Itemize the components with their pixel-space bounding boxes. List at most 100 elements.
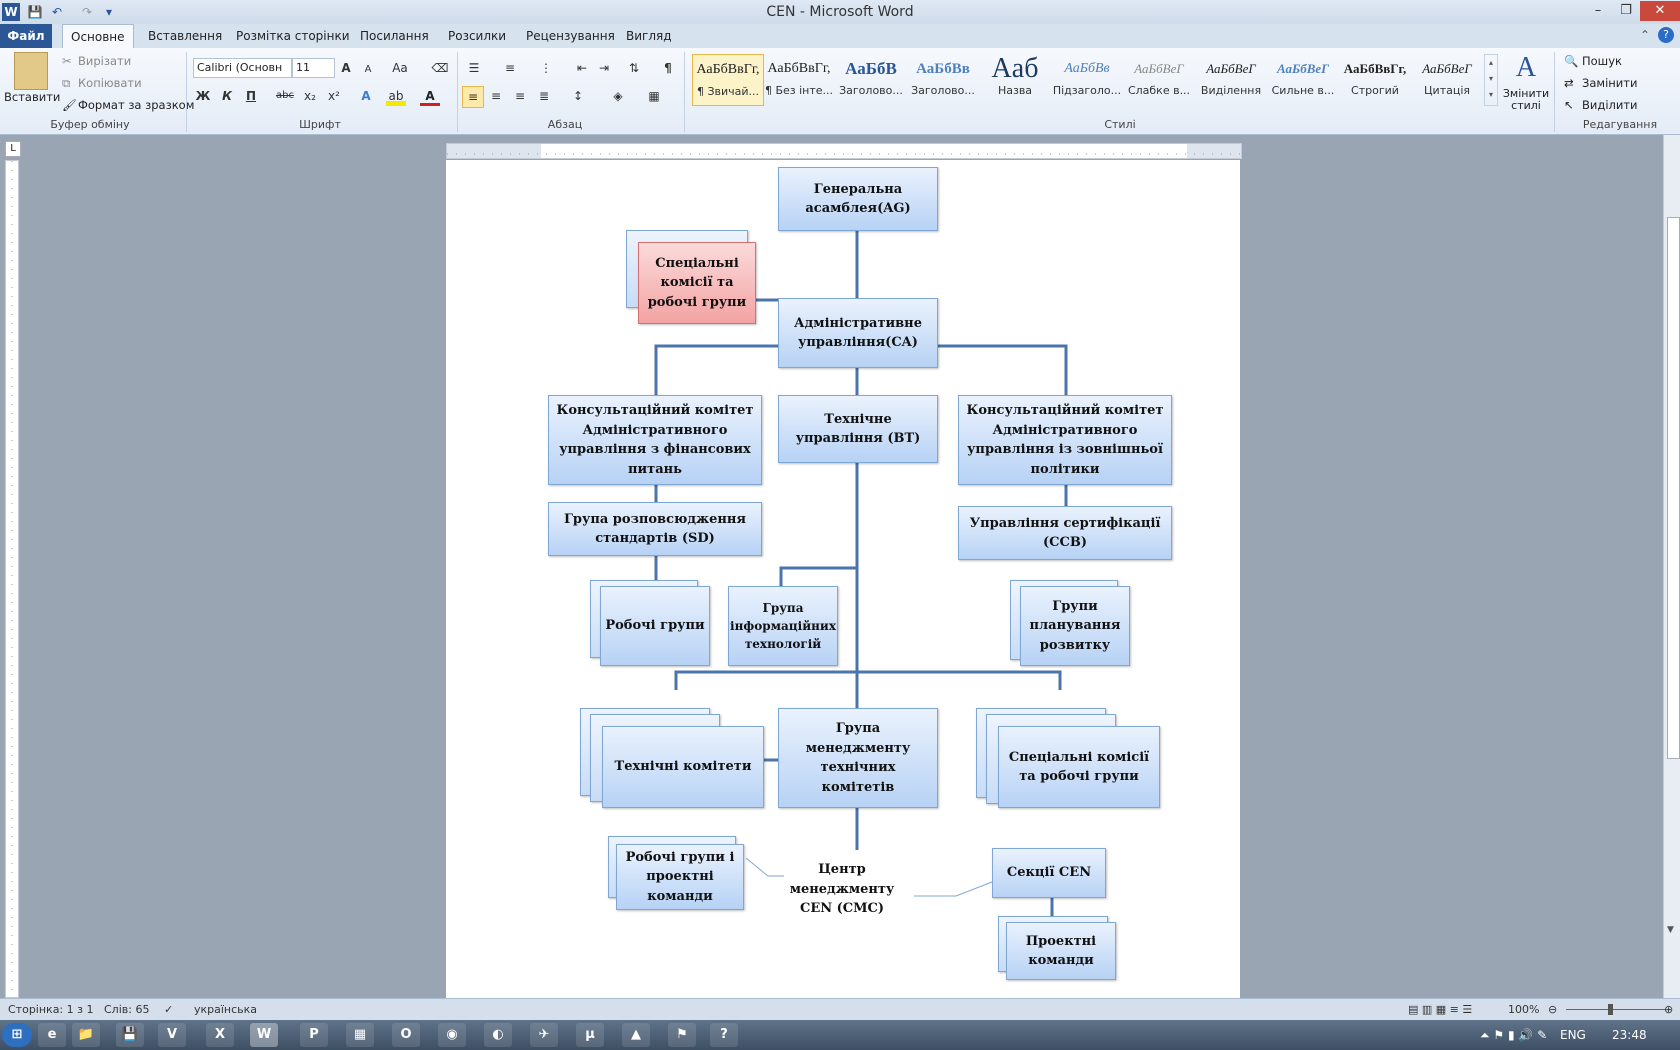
- borders-icon[interactable]: ▦: [648, 89, 660, 103]
- italic-button[interactable]: К: [222, 89, 232, 103]
- copy-icon[interactable]: ⧉: [62, 76, 71, 90]
- superscript-button[interactable]: x²: [328, 89, 340, 103]
- spelling-check-icon[interactable]: ✓: [164, 1003, 174, 1016]
- font-color-icon[interactable]: A: [420, 86, 440, 106]
- word-app-icon[interactable]: W: [2, 3, 20, 21]
- bullets-icon[interactable]: ☰: [468, 61, 480, 75]
- style-emphasis[interactable]: АаБбВеГ Виділення: [1196, 54, 1266, 104]
- start-button[interactable]: ⊞: [2, 1023, 32, 1047]
- tab-file[interactable]: Файл: [0, 24, 52, 48]
- styles-scroll-icon[interactable]: ▴▾▾: [1484, 54, 1498, 106]
- taskbar-app-13[interactable]: ▲: [622, 1023, 650, 1047]
- org-box-advisory-committee-external[interactable]: Консультаційний комітет Адміністративног…: [958, 395, 1172, 485]
- close-button[interactable]: ✕: [1640, 1, 1680, 21]
- style-normal[interactable]: АаБбВвГг, ¶ Звичай...: [692, 54, 764, 106]
- org-box-special-commissions-top[interactable]: Спеціальні комісії та робочі групи: [638, 242, 756, 324]
- help-icon[interactable]: ?: [1658, 27, 1674, 43]
- minimize-button[interactable]: –: [1594, 3, 1602, 18]
- font-size-combo[interactable]: 11: [292, 58, 335, 78]
- clear-formatting-icon[interactable]: ⌫: [431, 61, 449, 75]
- tab-view[interactable]: Вигляд: [626, 29, 672, 43]
- taskbar-app-powerpoint[interactable]: P: [300, 1023, 328, 1047]
- taskbar-app-14[interactable]: ⚑: [668, 1023, 696, 1047]
- org-box-working-groups[interactable]: Робочі групи: [600, 586, 710, 666]
- find-button[interactable]: Пошук: [1582, 54, 1622, 68]
- org-box-technical-board[interactable]: Технічне управління (BT): [778, 395, 938, 463]
- change-case-button[interactable]: Aa: [392, 61, 408, 75]
- style-intense-emphasis[interactable]: АаБбВеГ Сильне в...: [1268, 54, 1338, 104]
- show-formatting-button[interactable]: ¶: [664, 61, 672, 75]
- save-icon[interactable]: 💾: [27, 5, 43, 19]
- copy-button[interactable]: Копіювати: [78, 76, 142, 90]
- org-box-general-assembly[interactable]: Генеральна асамблея(AG): [778, 167, 938, 231]
- tab-home[interactable]: Основне: [62, 24, 134, 49]
- sort-icon[interactable]: ⇅: [628, 61, 640, 75]
- replace-button[interactable]: Замінити: [1582, 76, 1638, 90]
- shrink-font-button[interactable]: A: [364, 64, 372, 75]
- increase-indent-icon[interactable]: ⇥: [598, 61, 610, 75]
- vertical-scrollbar[interactable]: ▼: [1663, 135, 1680, 998]
- grow-font-button[interactable]: A: [341, 61, 351, 75]
- bold-button[interactable]: Ж: [195, 89, 211, 103]
- taskbar-app-calculator[interactable]: ▦: [346, 1023, 374, 1047]
- zoom-slider-thumb[interactable]: [1608, 1004, 1613, 1015]
- taskbar-app-help[interactable]: ?: [710, 1023, 738, 1047]
- line-spacing-icon[interactable]: ↕: [572, 89, 584, 103]
- shading-icon[interactable]: ◈: [613, 89, 623, 103]
- text-effects-icon[interactable]: A: [361, 89, 371, 103]
- clock[interactable]: 23:48: [1612, 1028, 1647, 1042]
- org-box-planning-groups[interactable]: Групи планування розвитку: [1020, 586, 1130, 666]
- cut-button[interactable]: Вирізати: [78, 54, 132, 68]
- style-subtitle[interactable]: АаБбВв Підзаголо...: [1052, 54, 1122, 104]
- vertical-ruler[interactable]: [5, 160, 19, 998]
- taskbar-app-excel[interactable]: X: [206, 1023, 234, 1047]
- collapse-ribbon-icon[interactable]: ⌃: [1640, 28, 1651, 42]
- taskbar-app-chrome[interactable]: ◉: [438, 1023, 466, 1047]
- style-no-spacing[interactable]: АаБбВвГг, ¶ Без інте...: [764, 54, 834, 104]
- org-box-wg-project-teams[interactable]: Робочі групи і проектні команди: [616, 844, 744, 910]
- align-left-icon[interactable]: ≡: [462, 86, 484, 108]
- align-center-icon[interactable]: ≡: [490, 89, 502, 103]
- zoom-in-icon[interactable]: ⊕: [1664, 1003, 1674, 1016]
- language-indicator[interactable]: українська: [194, 1003, 258, 1016]
- customize-toolbar-icon[interactable]: ▾: [105, 5, 113, 19]
- org-box-special-commissions-bottom[interactable]: Спеціальні комісії та робочі групи: [998, 726, 1160, 808]
- tab-review[interactable]: Рецензування: [526, 29, 615, 43]
- page-count[interactable]: Сторінка: 1 з 1: [8, 1003, 94, 1016]
- cut-icon[interactable]: ✂: [62, 54, 72, 68]
- select-button[interactable]: Виділити: [1582, 98, 1638, 112]
- input-language[interactable]: ENG: [1560, 1028, 1586, 1042]
- subscript-button[interactable]: x₂: [304, 89, 316, 103]
- taskbar-app-opera[interactable]: O: [392, 1023, 420, 1047]
- highlight-icon[interactable]: ab: [386, 86, 406, 106]
- taskbar-app-ie[interactable]: e: [38, 1023, 66, 1047]
- paste-button[interactable]: Вставити: [4, 90, 61, 104]
- org-box-administrative-board[interactable]: Адміністративне управління(CA): [778, 298, 938, 368]
- font-name-combo[interactable]: Calibri (Основн: [193, 58, 292, 78]
- align-right-icon[interactable]: ≡: [514, 89, 526, 103]
- word-count[interactable]: Слів: 65: [104, 1003, 150, 1016]
- taskbar-app-word[interactable]: W: [250, 1023, 278, 1047]
- org-box-it-group[interactable]: Група інформаційних технологій: [728, 586, 838, 666]
- justify-icon[interactable]: ≣: [538, 89, 550, 103]
- scroll-down-icon[interactable]: ▼: [1667, 925, 1674, 935]
- org-box-cen-sections[interactable]: Секції CEN: [992, 848, 1106, 898]
- paste-icon[interactable]: [14, 52, 48, 90]
- taskbar-app-10[interactable]: ◐: [484, 1023, 512, 1047]
- view-buttons[interactable]: ▤ ▥ ▦ ≡ ☰: [1408, 1003, 1473, 1016]
- taskbar-app-utorrent[interactable]: µ: [576, 1023, 604, 1047]
- tab-page-layout[interactable]: Розмітка сторінки: [236, 29, 350, 43]
- org-box-technical-committees[interactable]: Технічні комітети: [602, 726, 764, 808]
- zoom-slider[interactable]: [1566, 1009, 1666, 1010]
- horizontal-ruler[interactable]: [446, 143, 1242, 159]
- org-box-standards-distribution[interactable]: Група розповсюдження стандартів (SD): [548, 502, 762, 556]
- style-subtle-emphasis[interactable]: АаБбВеГ Слабке в...: [1124, 54, 1194, 104]
- decrease-indent-icon[interactable]: ⇤: [576, 61, 588, 75]
- style-strong[interactable]: АаБбВвГг, Строгий: [1340, 54, 1410, 104]
- scroll-thumb[interactable]: [1667, 217, 1680, 759]
- change-styles-button[interactable]: Змінити стилі: [1502, 87, 1550, 112]
- tab-selector-icon[interactable]: L: [5, 141, 21, 157]
- org-box-advisory-committee-finance[interactable]: Консультаційний комітет Адміністративног…: [548, 395, 762, 485]
- undo-icon[interactable]: ↶: [51, 5, 63, 19]
- style-heading-1[interactable]: АаБбВ Заголово...: [836, 54, 906, 104]
